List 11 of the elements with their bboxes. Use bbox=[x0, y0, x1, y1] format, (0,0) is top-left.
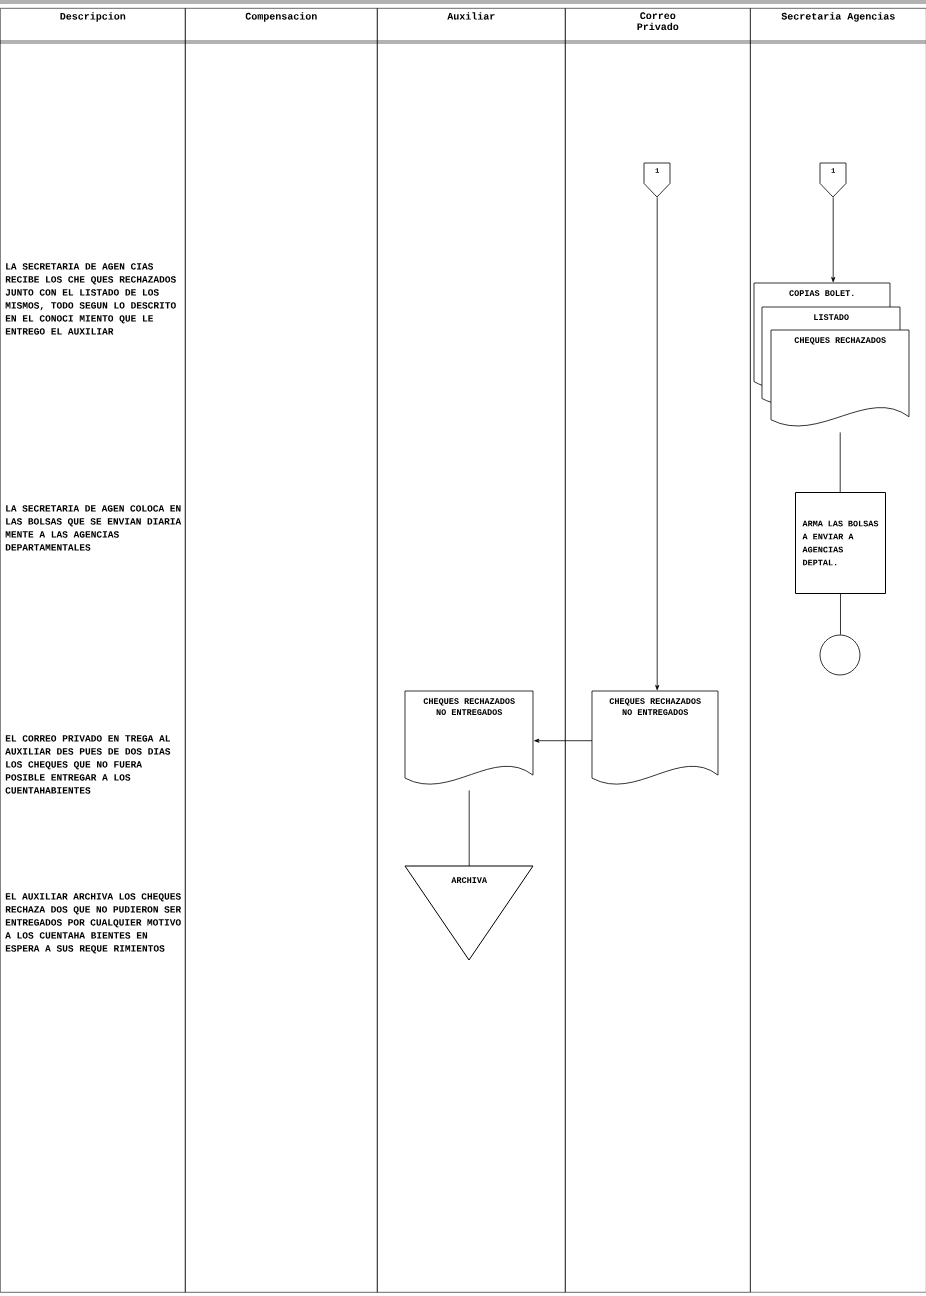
process-box: ARMA LAS BOLSAS A ENVIAR A AGENCIAS DEPTAL. bbox=[795, 492, 886, 594]
arrow bbox=[534, 738, 593, 743]
description-text: EL AUXILIAR ARCHIVA LOS CHEQUES RECHAZA DOS QUE NO PUDIERON SER ENTREGADOS POR CUALQUIER MOTIVO A LOS CUENTAHA BIENTES EN ESPERA A SUS REQUE RIMIENTOS bbox=[5, 893, 182, 954]
end-circle bbox=[819, 634, 861, 676]
arrow bbox=[655, 197, 660, 691]
archive-triangle: ARCHIVA bbox=[404, 865, 534, 961]
swimlane: Compensacion bbox=[185, 8, 378, 1293]
description-text: EL CORREO PRIVADO EN TREGA AL AUXILIAR DES PUES DE DOS DIAS LOS CHEQUES QUE NO FUERA POSIBLE ENTREGAR A LOS CUENTAHABIENTES bbox=[5, 735, 171, 794]
arrow bbox=[831, 197, 836, 283]
description-text: LA SECRETARIA DE AGEN COLOCA EN LAS BOLSAS QUE SE ENVIAN DIARIA MENTE A LAS AGENCIAS DEPARTAMENTALES bbox=[5, 505, 182, 551]
description-text: LA SECRETARIA DE AGEN CIAS RECIBE LOS CHE QUES RECHAZADOS JUNTO CON EL LISTADO DE LOS MISMOS, TODO SEGUN LO DESCRITO EN EL CONOCI MIENTO QUE LE ENTREGO EL AUXILIAR bbox=[5, 263, 176, 335]
